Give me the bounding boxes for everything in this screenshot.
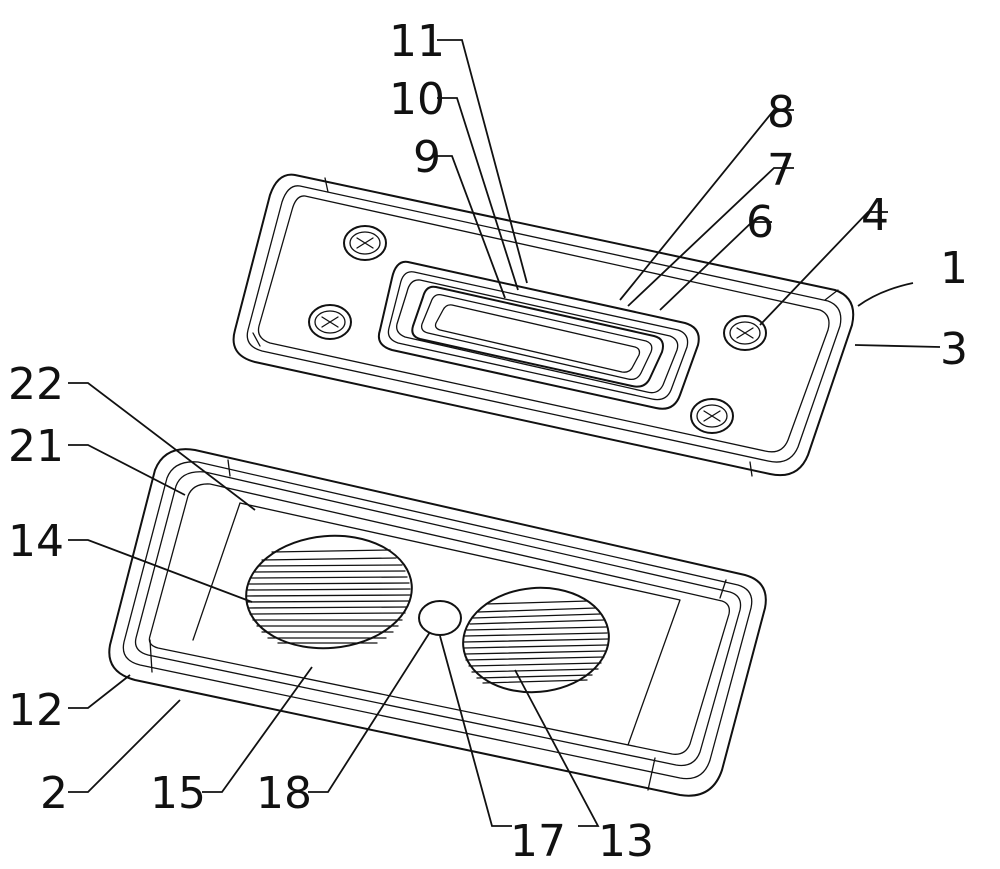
label-13: 13 <box>598 816 654 867</box>
label-18: 18 <box>256 768 312 819</box>
right-grille <box>462 586 610 694</box>
label-2: 2 <box>40 768 68 819</box>
label-10: 10 <box>389 74 445 125</box>
label-15: 15 <box>150 768 206 819</box>
label-9: 9 <box>413 132 441 183</box>
screw-group <box>308 225 767 434</box>
reference-numerals: 11 10 9 8 7 6 4 1 3 22 21 14 12 2 15 18 … <box>8 16 968 867</box>
screw <box>308 304 352 340</box>
screw <box>690 398 734 434</box>
left-grille <box>245 534 413 650</box>
label-11: 11 <box>389 16 445 67</box>
label-3: 3 <box>940 324 968 375</box>
inner-board <box>192 502 681 746</box>
leader-lines <box>68 39 941 827</box>
label-1: 1 <box>940 243 968 294</box>
screw <box>343 225 387 261</box>
screw <box>723 315 767 351</box>
label-6: 6 <box>746 197 774 248</box>
label-12: 12 <box>8 685 64 736</box>
base-housing <box>108 448 767 797</box>
label-22: 22 <box>8 359 64 410</box>
label-4: 4 <box>861 190 889 241</box>
label-8: 8 <box>767 87 795 138</box>
label-7: 7 <box>767 145 795 196</box>
label-21: 21 <box>8 421 64 472</box>
label-14: 14 <box>8 516 64 567</box>
label-17: 17 <box>510 816 566 867</box>
connector-socket <box>377 260 700 410</box>
cover-plate <box>232 173 855 477</box>
center-hole <box>418 600 462 636</box>
